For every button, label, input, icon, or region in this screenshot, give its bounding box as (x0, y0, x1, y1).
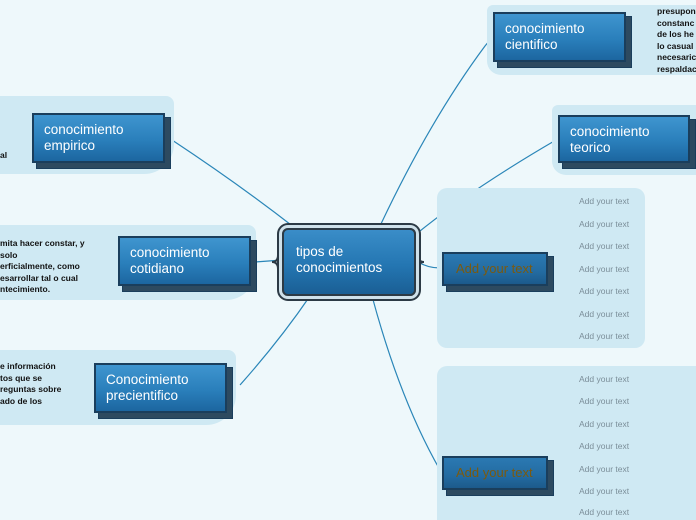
node-conocimiento-teorico[interactable]: conocimiento teorico (558, 115, 690, 163)
leaf-add2-6[interactable]: Add your text (579, 486, 630, 496)
leaf-add2-1[interactable]: Add your text (579, 374, 630, 384)
note-cotidiano[interactable]: mita hacer constar, y solo erficialmente… (0, 238, 85, 294)
leaf-add1-3[interactable]: Add your text (579, 241, 630, 251)
note-precientifico[interactable]: e información tos que se reguntas sobre … (0, 361, 62, 406)
leaf-add1-1[interactable]: Add your text (579, 196, 630, 206)
leaf-add2-5[interactable]: Add your text (579, 464, 630, 474)
node-add-your-text-1[interactable]: Add your text (442, 252, 548, 286)
leaf-add2-2[interactable]: Add your text (579, 396, 630, 406)
leaf-add2-4[interactable]: Add your text (579, 441, 630, 451)
leaf-add1-7[interactable]: Add your text (579, 331, 630, 341)
note-cientifico[interactable]: presupon constanc de los he lo casual ne… (657, 6, 696, 74)
node-label: Add your text (456, 465, 533, 480)
node-conocimiento-cientifico[interactable]: conocimiento cientifico (493, 12, 626, 62)
node-add-your-text-2[interactable]: Add your text (442, 456, 548, 490)
node-label: Add your text (456, 261, 533, 276)
band-add2 (437, 366, 696, 520)
connector-cientifico (379, 39, 491, 227)
node-conocimiento-empirico[interactable]: conocimiento empirico (32, 113, 165, 163)
node-label: conocimiento teorico (570, 124, 650, 155)
node-label: conocimiento cotidiano (130, 245, 210, 276)
connector-empirico (171, 139, 296, 229)
connector-add2 (371, 295, 441, 471)
node-conocimiento-precientifico[interactable]: Conocimiento precientifico (94, 363, 227, 413)
node-label: Conocimiento precientifico (106, 372, 189, 403)
leaf-add1-5[interactable]: Add your text (579, 286, 630, 296)
leaf-add1-2[interactable]: Add your text (579, 219, 630, 229)
connector-precientifico (239, 295, 311, 386)
node-conocimiento-cotidiano[interactable]: conocimiento cotidiano (118, 236, 251, 286)
connector-cotidiano (254, 259, 283, 263)
note-empirico[interactable]: al (0, 150, 8, 160)
node-label: conocimiento cientifico (505, 21, 585, 52)
leaf-add2-3[interactable]: Add your text (579, 419, 630, 429)
leaf-add1-6[interactable]: Add your text (579, 309, 630, 319)
node-label: conocimiento empirico (44, 122, 124, 153)
leaf-add1-4[interactable]: Add your text (579, 264, 630, 274)
central-topic-label: tipos de conocimientos (296, 244, 383, 275)
leaf-add2-7[interactable]: Add your text (579, 507, 630, 517)
central-topic[interactable]: tipos de conocimientos (282, 228, 416, 296)
